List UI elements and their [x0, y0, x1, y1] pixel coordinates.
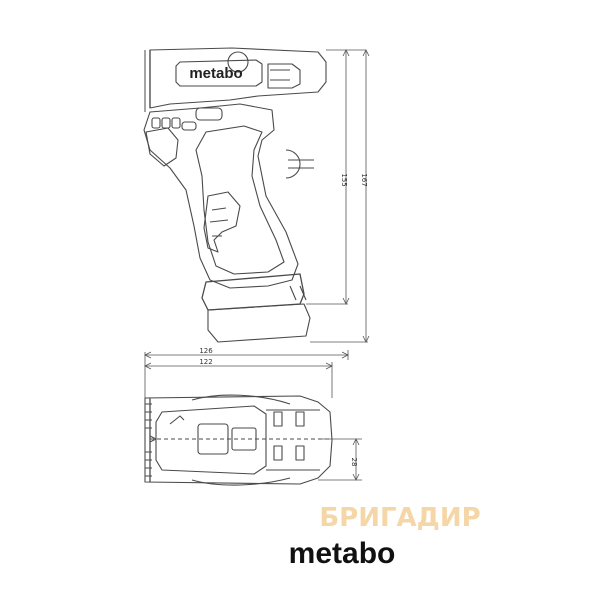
horizontal-dimensions	[144, 350, 349, 398]
dim-length-overall: 126	[199, 347, 213, 355]
dim-height-overall: 167	[360, 173, 368, 186]
top-view	[144, 394, 333, 486]
vertical-dimensions	[306, 49, 370, 343]
side-view	[143, 47, 327, 343]
dim-length-inner: 122	[199, 358, 212, 366]
dim-width-half: 28	[350, 458, 358, 467]
width-dimension	[318, 438, 362, 481]
watermark: БРИГАДИР	[319, 503, 480, 533]
brand-logo: metabo	[289, 537, 396, 570]
tool-logo: metabo	[189, 65, 242, 82]
dim-height-inner: 155	[340, 173, 348, 186]
